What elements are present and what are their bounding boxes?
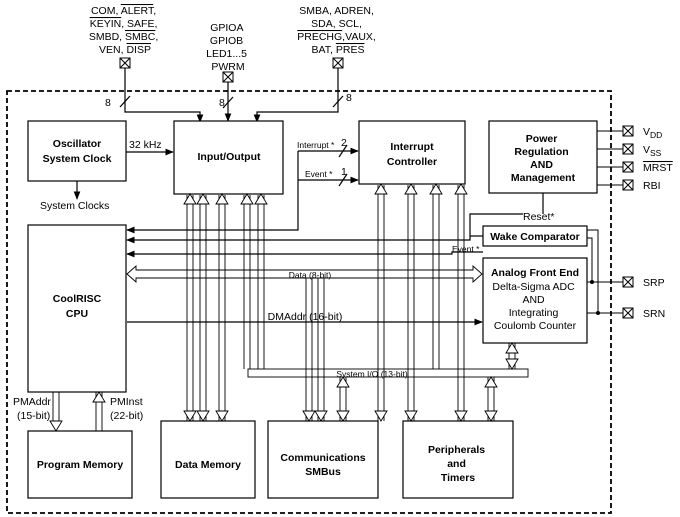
svg-text:Program Memory: Program Memory	[37, 459, 124, 471]
svg-text:Delta-Sigma ADC AND: Delta-Sigma ADC AND Integrating Coulomb …	[492, 281, 577, 332]
pin-vss: VSS	[643, 144, 662, 158]
svg-text:Data (8-bit): Data (8-bit)	[289, 270, 332, 280]
bus-slash-icon	[338, 173, 348, 187]
program-memory-block: Program Memory	[27, 430, 133, 499]
wake-comparator-block: Wake Comparator	[482, 225, 588, 247]
pin-label-right: SMBA, ADREN, SDA, SCL, PRECHG,VAUX, BAT,…	[297, 5, 379, 56]
pmaddr-label: PMAddr(15-bit)	[13, 396, 51, 422]
chip-boundary	[6, 90, 612, 514]
event-label: Event *	[305, 169, 333, 179]
vertical-buses	[186, 185, 516, 421]
pin-pad-icon	[622, 143, 634, 155]
sense-pins: SRP SRN	[587, 229, 665, 320]
bus-slash-icon	[338, 144, 348, 158]
pin-pad-icon	[622, 179, 634, 191]
pin-pad-icon	[622, 307, 634, 319]
svg-text:Power Regulation A: Power Regulation AND Management	[511, 133, 576, 184]
bus-slash-icon	[119, 95, 131, 108]
reset-to-cpu	[126, 213, 523, 244]
reset-label: Reset*	[523, 211, 555, 223]
system-clocks-label: System Clocks	[40, 200, 109, 212]
pin-pad-icon	[622, 276, 634, 288]
pin-label-middle: GPIOA GPIOB LED1...5 PWRM	[206, 22, 250, 73]
system-io-bus: System I/O (13-bit)	[247, 368, 529, 379]
pin-srn: SRN	[643, 308, 665, 320]
bus-width-middle: 8	[219, 97, 225, 109]
interrupt-to-cpu	[126, 151, 299, 234]
svg-text:System I/O (13-bit): System I/O (13-bit)	[336, 369, 407, 379]
data-bus: Data (8-bit)	[126, 264, 483, 284]
pin-group-left: COM, ALERT, KEYIN, SAFE, SMBD, SMBC, VEN…	[89, 5, 204, 123]
bus-arrowheads	[49, 420, 63, 432]
pm-links	[52, 392, 103, 431]
bus-width-right: 8	[346, 92, 352, 104]
event-label-2: Event *	[452, 244, 480, 254]
pin-cross-icon	[332, 57, 344, 69]
peripherals-block: Peripherals and Timers	[402, 420, 514, 499]
pin-cross-icon	[119, 57, 131, 69]
svg-text:Peripherals and Ti: Peripherals and Timers	[428, 444, 488, 484]
dma-bus-label: DMAddr (16-bit)	[268, 311, 343, 323]
bus-width-left: 8	[105, 97, 111, 109]
pin-label-left: COM, ALERT, KEYIN, SAFE, SMBD, SMBC, VEN…	[89, 5, 161, 56]
bus-slash-icon	[332, 95, 344, 108]
pin-cross-icon	[222, 71, 234, 83]
power-block: Power Regulation AND Management	[488, 120, 598, 194]
pin-group-right: SMBA, ADREN, SDA, SCL, PRECHG,VAUX, BAT,…	[253, 5, 379, 123]
event-width: 1	[341, 166, 347, 178]
pin-pad-icon	[622, 161, 634, 173]
pin-vdd: VDD	[643, 126, 662, 140]
clock-frequency: 32 kHz	[129, 139, 162, 151]
pin-group-middle: GPIOA GPIOB LED1...5 PWRM 8	[206, 22, 250, 122]
interrupt-width: 2	[341, 137, 347, 149]
data-memory-block: Data Memory	[160, 420, 256, 499]
svg-text:Analog Front End: Analog Front End	[491, 267, 579, 279]
pin-rbi: RBI	[643, 180, 661, 192]
io-block: Input/Output	[173, 120, 284, 195]
interrupt-label: Interrupt *	[297, 140, 335, 150]
svg-text:Data Memory: Data Memory	[175, 459, 241, 471]
pminst-label: PMInst(22-bit)	[110, 396, 143, 422]
bus-arrowheads	[92, 391, 106, 403]
bus-right-pins	[253, 68, 339, 123]
power-pins: VDD VSS MRST RBI	[597, 125, 673, 192]
bus-arrowheads	[183, 183, 519, 422]
bus-left-pins	[124, 68, 204, 123]
pin-pad-icon	[622, 125, 634, 137]
pin-srp: SRP	[643, 277, 665, 289]
wake-event-to-cpu	[126, 250, 483, 258]
svg-text:Input/Output: Input/Output	[198, 151, 261, 163]
svg-text:Wake Comparator: Wake Comparator	[490, 231, 579, 243]
afe-block: Analog Front End Delta-Sigma ADC AND Int…	[482, 257, 588, 344]
pin-mrst: MRST	[643, 162, 673, 174]
bus-slash-icon	[222, 96, 234, 109]
